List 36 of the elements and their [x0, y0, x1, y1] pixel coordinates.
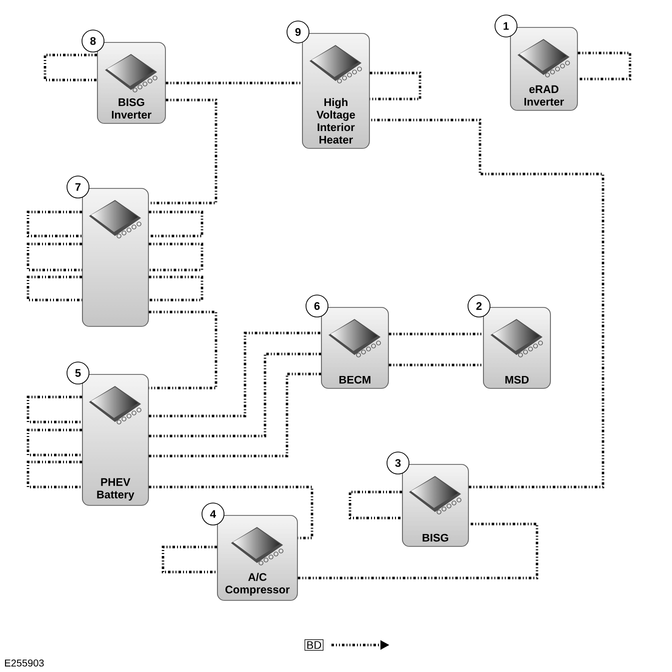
callout-number: 2: [468, 294, 490, 318]
bus-line: [26, 276, 82, 302]
bus-line: [388, 364, 483, 366]
bus-line: [44, 54, 97, 82]
bus-line: [166, 82, 302, 84]
callout-number: 1: [494, 14, 518, 38]
figure-code: E255903: [5, 659, 44, 667]
bus-line: [148, 310, 218, 390]
bus-line: [148, 242, 204, 272]
bus-line: [148, 372, 321, 458]
bus-line: [578, 52, 632, 80]
bus-line: [298, 522, 538, 580]
bus-line: [370, 118, 604, 488]
bus-line: [26, 460, 82, 488]
callout-number: 4: [202, 502, 224, 526]
bus-line: [148, 352, 321, 438]
bus-line: [148, 98, 218, 204]
callout-number: 6: [306, 294, 328, 318]
bus-line: [162, 546, 217, 574]
callout-number: 7: [66, 176, 90, 198]
bus-line: [148, 486, 314, 540]
bus-line: [148, 276, 204, 302]
callout-number: 3: [386, 452, 410, 474]
bus-line: [26, 396, 82, 424]
bus-line: [148, 332, 321, 418]
bus-line: [26, 210, 82, 238]
bus-line: [26, 428, 82, 456]
bus-line: [348, 490, 402, 520]
callout-number: 8: [82, 30, 104, 52]
legend-label: BD: [304, 639, 324, 651]
bus-line: [148, 210, 204, 238]
bus-line: [26, 242, 82, 272]
bus-line: [370, 72, 422, 100]
callout-number: 9: [286, 20, 310, 44]
bus-line: [388, 332, 483, 336]
callout-number: 5: [66, 362, 90, 384]
